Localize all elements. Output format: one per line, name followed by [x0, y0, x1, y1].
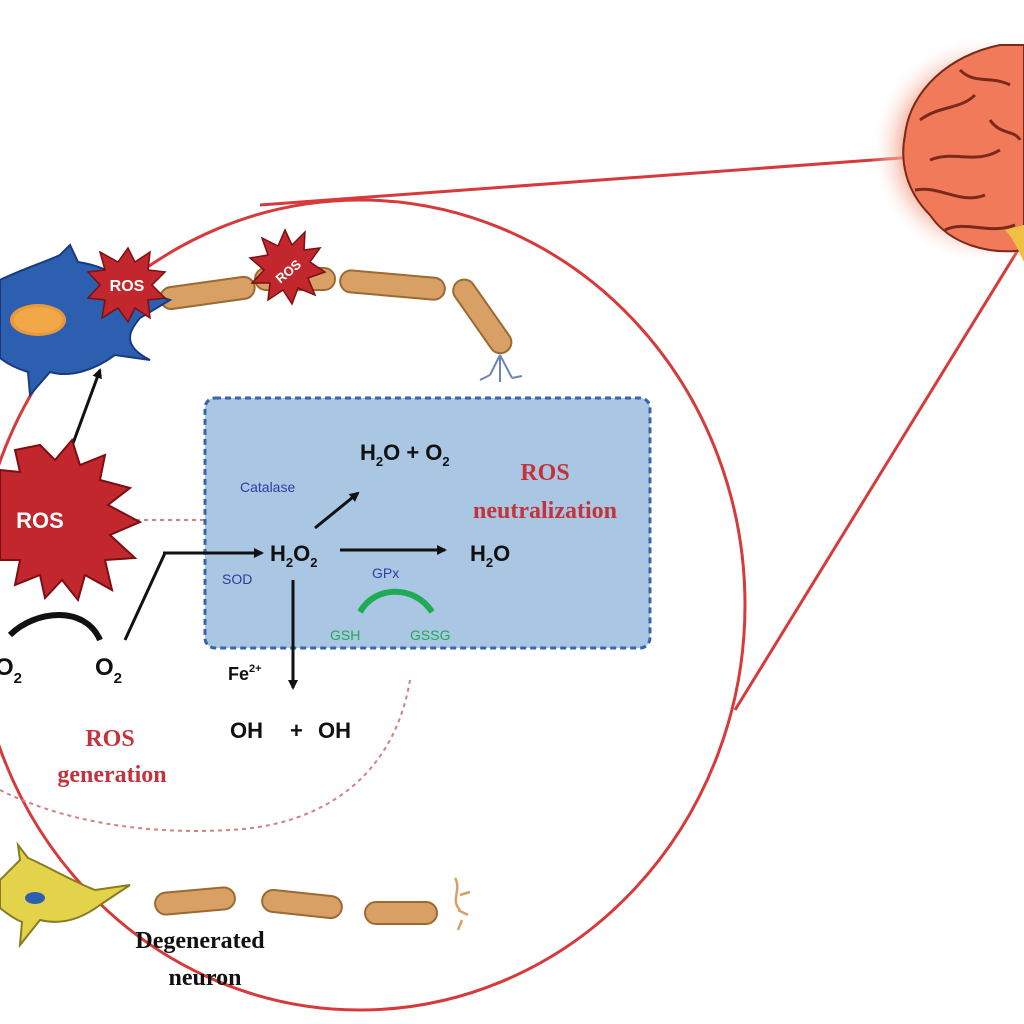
cat-h: H [360, 440, 376, 465]
reactant-o: O [0, 654, 14, 681]
svg-text:O2: O2 [95, 654, 122, 687]
arrow-catalase [314, 491, 360, 530]
gpx-product: H2O [470, 541, 510, 570]
degenerated-label-line2: neuron [169, 965, 242, 991]
gpx-sub: 2 [486, 555, 493, 570]
catalase-label: Catalase [240, 479, 295, 495]
degenerated-neuron [0, 841, 471, 949]
hydroxyl-plus: + [290, 718, 303, 743]
degenerated-label-line1: Degenerated [135, 928, 265, 954]
ros-burst-main: ROS [0, 437, 143, 603]
ros-burst-label: ROS [110, 278, 145, 295]
h2o2-sub1: 2 [286, 555, 293, 570]
gssg-label: GSSG [410, 627, 450, 643]
fe-sup: 2+ [249, 663, 262, 675]
reactant-sub: 2 [14, 670, 22, 687]
product-sub: 2 [114, 670, 122, 687]
fe-label: Fe [228, 664, 249, 684]
cat-sub1: 2 [376, 454, 383, 469]
hydroxyl-2: OH [318, 718, 351, 743]
svg-text:O2: O2 [0, 654, 22, 687]
svg-text:H2O + O2: H2O + O2 [360, 440, 450, 469]
ros-burst-cell-body: ROS [86, 246, 167, 324]
brain-icon [870, 35, 1024, 265]
glutathione-cycle-arrow [357, 588, 435, 614]
generation-title-line1: ROS [85, 726, 134, 752]
neutralization-title-line2: neutralization [473, 498, 617, 524]
gsh-label: GSH [330, 627, 360, 643]
neutralization-title-line1: ROS [520, 460, 569, 486]
generation-curve-arrow [7, 612, 103, 642]
arrow-to-h2o2 [123, 552, 167, 641]
gpx-h: H [470, 541, 486, 566]
svg-text:H2O2: H2O2 [270, 541, 317, 570]
hydroxyl-1: OH [230, 718, 263, 743]
catalase-product: H2O + O2 [360, 440, 450, 469]
gpx-o: O [493, 541, 510, 566]
svg-text:Fe2+: Fe2+ [228, 663, 262, 684]
svg-text:H2O: H2O [470, 541, 510, 570]
cat-sub2: 2 [442, 454, 449, 469]
product-o: O [95, 654, 114, 681]
ros-burst-axon: ROS [248, 228, 327, 306]
ros-burst-main-label: ROS [16, 508, 64, 533]
sod-label: SOD [222, 571, 252, 587]
h2o2-sub2: 2 [310, 555, 317, 570]
cat-rest: O + O [383, 440, 442, 465]
generation-title-line2: generation [57, 762, 166, 788]
neutralization-panel [203, 396, 652, 650]
gpx-label: GPx [372, 565, 399, 581]
h2o2-h: H [270, 541, 286, 566]
dashed-generation-region [0, 519, 411, 832]
h2o2-node: H2O2 [270, 541, 317, 570]
h2o2-o: O [293, 541, 310, 566]
